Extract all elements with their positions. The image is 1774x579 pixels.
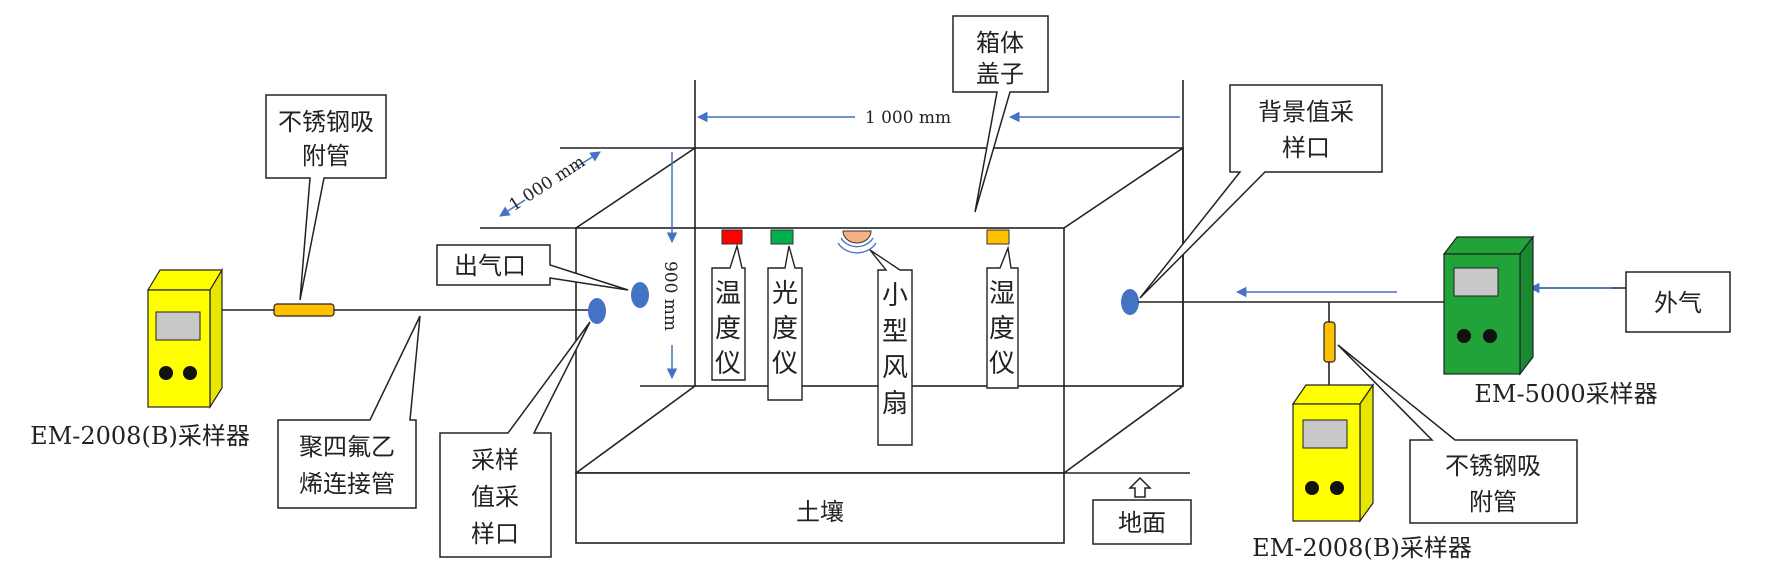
sample-port-line-2: 值采 — [471, 483, 519, 511]
ground-label: 地面 — [1118, 509, 1166, 537]
outside-air-label: 外气 — [1654, 289, 1702, 317]
steel-tube-left-callout: 不锈钢吸 附管 — [265, 94, 387, 301]
right-top-sampler: EM-5000采样器 — [1442, 235, 1658, 408]
soil-box: 土壤 — [575, 472, 1190, 544]
sensor-icon — [770, 229, 794, 245]
dimension-height: 900 mm — [660, 152, 680, 380]
steel-tube-left-line-2: 附管 — [302, 142, 350, 170]
sample-port — [588, 298, 606, 324]
thermometer: 温 度 仪 — [711, 229, 746, 381]
fan-line-3: 风 — [882, 353, 908, 383]
sampler-device-icon — [146, 267, 224, 410]
background-port — [1121, 289, 1139, 315]
ptfe-tube-callout: 聚四氟乙 烯连接管 — [277, 315, 421, 509]
depth-label: 1 000 mm — [506, 152, 589, 216]
background-port-line-1: 背景值采 — [1258, 98, 1354, 126]
dimension-width: 1 000 mm — [696, 108, 1180, 128]
ptfe-line-2: 烯连接管 — [299, 470, 395, 498]
thermometer-line-1: 温 — [715, 279, 741, 309]
dimension-depth: 1 000 mm — [499, 151, 601, 217]
right-tubing — [1138, 287, 1626, 385]
steel-tube-right-callout: 不锈钢吸 附管 — [1337, 344, 1578, 524]
hygrometer-line-1: 湿 — [989, 279, 1015, 309]
sample-port-line-1: 采样 — [471, 446, 519, 474]
steel-tube-right — [1323, 321, 1336, 363]
outlet-port — [631, 282, 649, 308]
hygrometer: 湿 度 仪 — [986, 229, 1019, 389]
outlet-callout: 出气口 — [436, 244, 629, 291]
soil-label: 土壤 — [796, 498, 844, 526]
height-label: 900 mm — [660, 261, 680, 331]
background-port-callout: 背景值采 样口 — [1139, 84, 1383, 299]
lid-line-2: 盖子 — [976, 60, 1024, 88]
right-bottom-sampler: EM-2008(B)采样器 — [1252, 383, 1472, 562]
photometer-line-1: 光 — [772, 279, 798, 309]
steel-tube-left-line-1: 不锈钢吸 — [278, 108, 374, 136]
right-top-sampler-label: EM-5000采样器 — [1474, 380, 1657, 408]
outside-air-callout: 外气 — [1625, 271, 1731, 333]
background-port-line-2: 样口 — [1282, 134, 1330, 162]
outlet-label: 出气口 — [454, 252, 526, 280]
fan-line-1: 小 — [882, 281, 908, 311]
width-label: 1 000 mm — [865, 108, 951, 128]
sensor-icon — [721, 229, 743, 245]
steel-tube-right-line-1: 不锈钢吸 — [1445, 452, 1541, 480]
fan-line-4: 扇 — [882, 389, 908, 419]
ground-marker: 地面 — [1092, 476, 1192, 545]
sampler-device-icon — [1291, 383, 1375, 523]
fan: 小 型 风 扇 — [837, 230, 913, 446]
photometer-line-3: 仪 — [772, 349, 798, 379]
sampler-device-icon — [1442, 235, 1535, 376]
lid-callout: 箱体 盖子 — [952, 15, 1049, 213]
photometer-line-2: 度 — [772, 314, 798, 344]
left-sampler-label: EM-2008(B)采样器 — [30, 422, 250, 450]
photometer: 光 度 仪 — [767, 229, 803, 401]
steel-tube-left — [273, 303, 335, 317]
up-arrow-icon — [1128, 476, 1152, 498]
thermometer-line-3: 仪 — [715, 349, 741, 379]
left-tubing — [222, 303, 590, 317]
fan-line-2: 型 — [882, 317, 908, 347]
sensor-icon — [986, 229, 1010, 245]
hygrometer-line-2: 度 — [989, 314, 1015, 344]
left-sampler: EM-2008(B)采样器 — [30, 267, 250, 450]
ptfe-line-1: 聚四氟乙 — [299, 433, 395, 461]
sample-port-callout: 采样 值采 样口 — [439, 321, 591, 558]
hygrometer-line-3: 仪 — [989, 349, 1015, 379]
sample-port-line-3: 样口 — [471, 520, 519, 548]
steel-tube-right-line-2: 附管 — [1469, 488, 1517, 516]
fan-icon — [837, 230, 877, 254]
right-bottom-sampler-label: EM-2008(B)采样器 — [1252, 534, 1472, 562]
thermometer-line-2: 度 — [715, 314, 741, 344]
lid-line-1: 箱体 — [976, 29, 1024, 57]
